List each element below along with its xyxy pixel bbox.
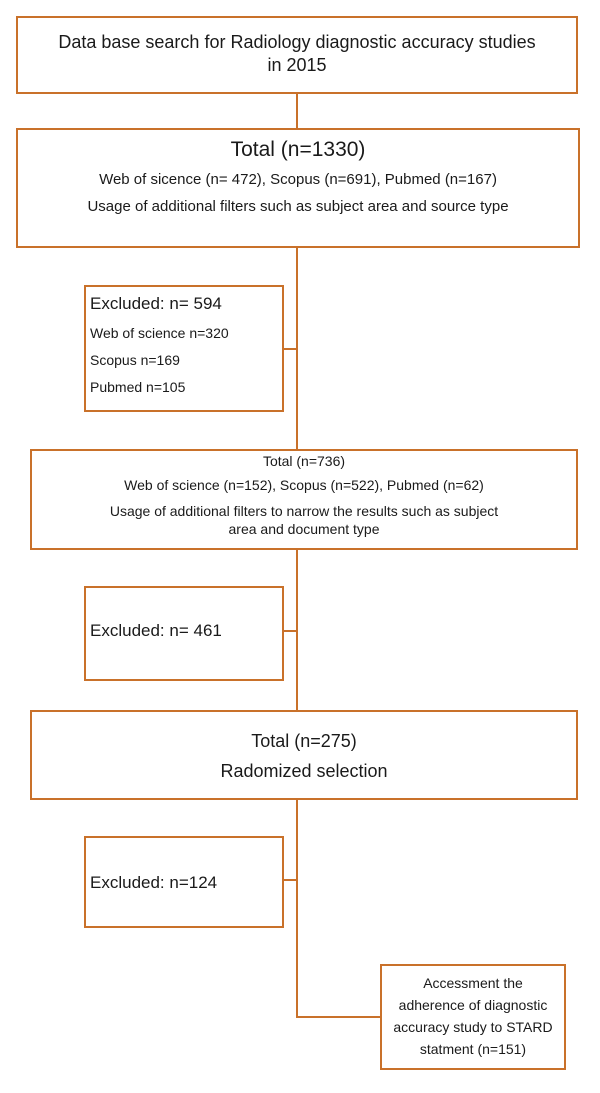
connector-final-branch — [296, 1016, 380, 1018]
total-1330-box: Total (n=1330) Web of sicence (n= 472), … — [16, 128, 580, 248]
total-736-filters-line1: Usage of additional filters to narrow th… — [109, 503, 499, 519]
excluded-461-title: Excluded: n= 461 — [90, 621, 222, 640]
stard-assessment-line3: accuracy study to STARD — [393, 1019, 553, 1035]
stard-assessment-line2: adherence of diagnostic — [398, 997, 548, 1013]
total-275-selection: Radomized selection — [220, 761, 388, 781]
database-search-line1: Data base search for Radiology diagnosti… — [58, 32, 536, 52]
total-736-title: Total (n=736) — [262, 453, 346, 469]
total-1330-sources: Web of sicence (n= 472), Scopus (n=691),… — [99, 171, 497, 188]
stard-assessment-line1: Accessment the — [423, 975, 523, 991]
excluded-461-box: Excluded: n= 461 — [84, 586, 284, 681]
stard-assessment-line4: statment (n=151) — [419, 1041, 527, 1057]
excluded-124-title: Excluded: n=124 — [90, 873, 218, 892]
excluded-594-title: Excluded: n= 594 — [90, 294, 222, 313]
total-736-box: Total (n=736) Web of science (n=152), Sc… — [30, 449, 578, 550]
connector-main-1 — [296, 93, 298, 128]
excluded-594-wos: Web of science n=320 — [90, 325, 229, 341]
database-search-line2: in 2015 — [267, 55, 327, 75]
total-1330-filters: Usage of additional filters such as subj… — [87, 198, 509, 215]
excluded-594-pubmed: Pubmed n=105 — [90, 379, 186, 395]
total-1330-title: Total (n=1330) — [230, 138, 366, 161]
connector-excluded2-branch — [283, 630, 298, 632]
excluded-594-box: Excluded: n= 594 Web of science n=320 Sc… — [84, 285, 284, 412]
connector-main-4 — [296, 799, 298, 1018]
database-search-box: Data base search for Radiology diagnosti… — [16, 16, 578, 94]
total-275-title: Total (n=275) — [251, 731, 357, 751]
excluded-594-scopus: Scopus n=169 — [90, 352, 180, 368]
total-275-box: Total (n=275) Radomized selection — [30, 710, 578, 800]
total-736-filters-line2: area and document type — [228, 521, 380, 537]
connector-excluded1-branch — [283, 348, 298, 350]
stard-assessment-box: Accessment the adherence of diagnostic a… — [380, 964, 566, 1070]
connector-excluded3-branch — [283, 879, 298, 881]
excluded-124-box: Excluded: n=124 — [84, 836, 284, 928]
total-736-sources: Web of science (n=152), Scopus (n=522), … — [124, 477, 484, 493]
